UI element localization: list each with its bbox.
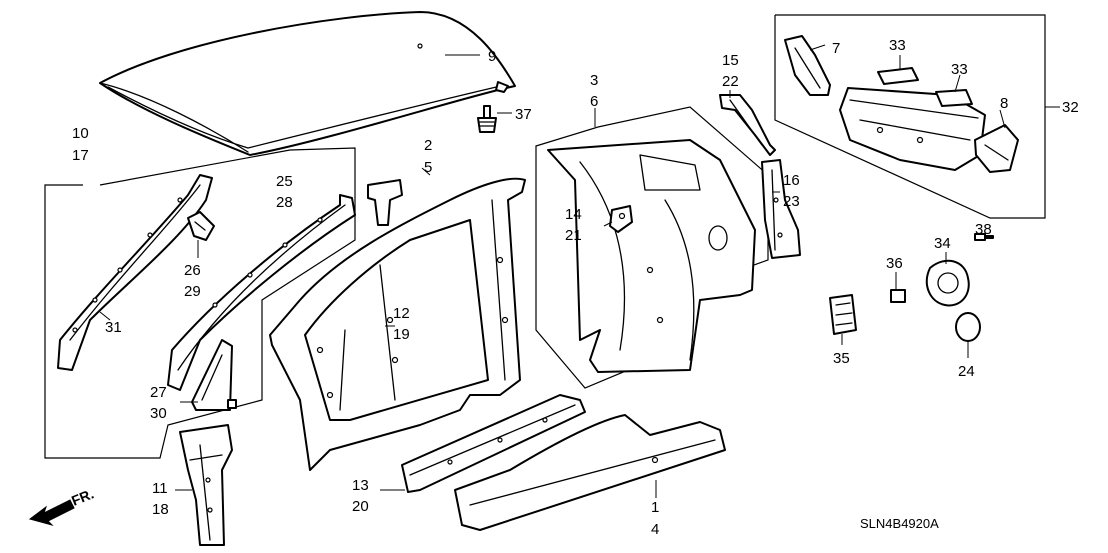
callout-17: 17 bbox=[72, 147, 89, 164]
callout-29: 29 bbox=[184, 283, 201, 300]
bracket-33b bbox=[935, 89, 973, 107]
callout-34: 34 bbox=[934, 235, 951, 252]
bracket-26-29 bbox=[187, 211, 215, 241]
roof-rail-25-28 bbox=[167, 194, 356, 391]
callout-6: 6 bbox=[590, 93, 598, 110]
sill-outer-1-4 bbox=[454, 414, 726, 531]
callout-4: 4 bbox=[651, 521, 659, 538]
callout-28: 28 bbox=[276, 194, 293, 211]
callout-1: 1 bbox=[651, 499, 659, 516]
rear-side-outer-3-6 bbox=[547, 139, 756, 373]
bracket-15-22 bbox=[719, 94, 776, 156]
callout-8: 8 bbox=[1000, 95, 1008, 112]
clip-36 bbox=[890, 289, 906, 303]
callout-20: 20 bbox=[352, 498, 369, 515]
callout-19: 19 bbox=[393, 326, 410, 343]
callout-25: 25 bbox=[276, 173, 293, 190]
sill-inner-13-20 bbox=[401, 394, 586, 493]
fuel-lid-24 bbox=[955, 312, 981, 342]
callout-5: 5 bbox=[424, 159, 432, 176]
pillar-inner-31 bbox=[57, 174, 213, 371]
callout-35: 35 bbox=[833, 350, 850, 367]
pillar-lower-11-18 bbox=[179, 424, 233, 546]
callout-33b: 33 bbox=[951, 61, 968, 78]
callout-31: 31 bbox=[105, 319, 122, 336]
callout-38: 38 bbox=[975, 221, 992, 238]
bracket-top bbox=[367, 179, 403, 226]
grommet-35 bbox=[829, 294, 857, 335]
fuel-housing-34 bbox=[925, 259, 970, 307]
roof-panel bbox=[99, 11, 516, 156]
side-panel-outer-2-5 bbox=[269, 177, 526, 471]
callout-10: 10 bbox=[72, 125, 89, 142]
callout-36: 36 bbox=[886, 255, 903, 272]
bracket-7 bbox=[784, 35, 831, 96]
callout-2: 2 bbox=[424, 137, 432, 154]
callout-16: 16 bbox=[783, 172, 800, 189]
front-arrow-icon bbox=[28, 499, 75, 526]
callout-32: 32 bbox=[1062, 99, 1079, 116]
diagram-code: SLN4B4920A bbox=[860, 516, 939, 531]
group-box-right bbox=[774, 14, 1046, 219]
callout-9: 9 bbox=[488, 48, 496, 65]
screw-38 bbox=[974, 233, 994, 241]
callout-3: 3 bbox=[590, 72, 598, 89]
callout-27: 27 bbox=[150, 384, 167, 401]
group-box-left bbox=[44, 147, 356, 459]
callout-11: 11 bbox=[152, 480, 168, 497]
leader-lines bbox=[99, 44, 1060, 498]
callout-24: 24 bbox=[958, 363, 975, 380]
callout-21: 21 bbox=[565, 227, 582, 244]
callout-30: 30 bbox=[150, 405, 167, 422]
clip-bolt-37 bbox=[477, 105, 497, 133]
callout-15: 15 bbox=[722, 52, 739, 69]
rear-pillar-16-23 bbox=[761, 159, 801, 259]
bracket-8 bbox=[974, 124, 1019, 173]
callout-26: 26 bbox=[184, 262, 201, 279]
callout-12: 12 bbox=[393, 305, 410, 322]
callout-7: 7 bbox=[832, 40, 840, 57]
callout-18: 18 bbox=[152, 501, 169, 518]
callout-14: 14 bbox=[565, 206, 582, 223]
front-direction-label: FR. bbox=[69, 485, 96, 508]
bracket-33a bbox=[877, 67, 919, 85]
callout-37: 37 bbox=[515, 106, 532, 123]
callout-13: 13 bbox=[352, 477, 369, 494]
callout-33a: 33 bbox=[889, 37, 906, 54]
callout-22: 22 bbox=[722, 73, 739, 90]
gusset-27-30 bbox=[191, 339, 237, 411]
callout-23: 23 bbox=[783, 193, 800, 210]
